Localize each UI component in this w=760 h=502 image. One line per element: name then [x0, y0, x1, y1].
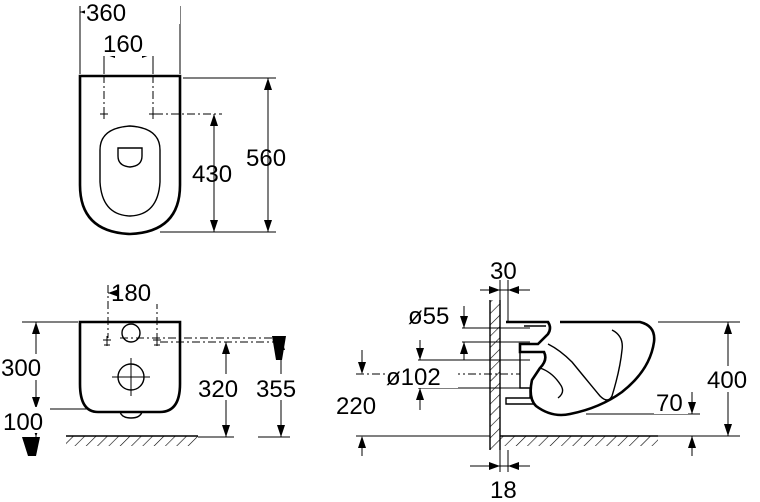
side-view-trap: [505, 325, 546, 405]
dim-fixing-height: 300: [1, 355, 41, 382]
front-fixing-left: [103, 336, 111, 346]
side-view: 30 18 ø55 ø102 220 70 400: [336, 258, 760, 502]
dim-wall-offset: 30: [490, 258, 517, 285]
top-view: 360 160 430 560: [78, 0, 286, 236]
dim-wall-thickness: 18: [490, 477, 517, 502]
dim-rim-to-outlet: 70: [656, 390, 683, 417]
dim-inlet-height: 320: [198, 376, 238, 403]
dim-bottom-height: 100: [3, 409, 43, 436]
dim-inlet-spacing: 180: [111, 280, 151, 307]
top-view-seat-opening: [99, 125, 161, 217]
dim-fixing-spacing: 160: [103, 31, 143, 58]
side-view-bowl-outline: [506, 320, 656, 417]
top-view-bowl-outline: [78, 74, 182, 236]
dim-outlet-diameter: ø102: [386, 364, 441, 391]
dim-width-total: 360: [86, 0, 126, 27]
wall-hatch: [490, 300, 500, 450]
front-view-body-outline: [78, 320, 182, 414]
dim-inlet-diameter: ø55: [408, 303, 449, 330]
side-view-inner-curve: [547, 329, 623, 401]
dim-fixing-to-rear: 430: [192, 161, 232, 188]
dim-length-total: 560: [246, 145, 286, 172]
dim-outlet-height: 220: [336, 393, 376, 420]
front-view-inlet-circle: [121, 323, 141, 343]
dim-rim-height: 400: [707, 367, 747, 394]
front-view: 180 300 100 320 355: [0, 280, 310, 456]
dim-connection-height: 355: [256, 376, 296, 403]
front-view-foot: [119, 411, 143, 419]
top-view-flush-hole: [117, 147, 143, 168]
